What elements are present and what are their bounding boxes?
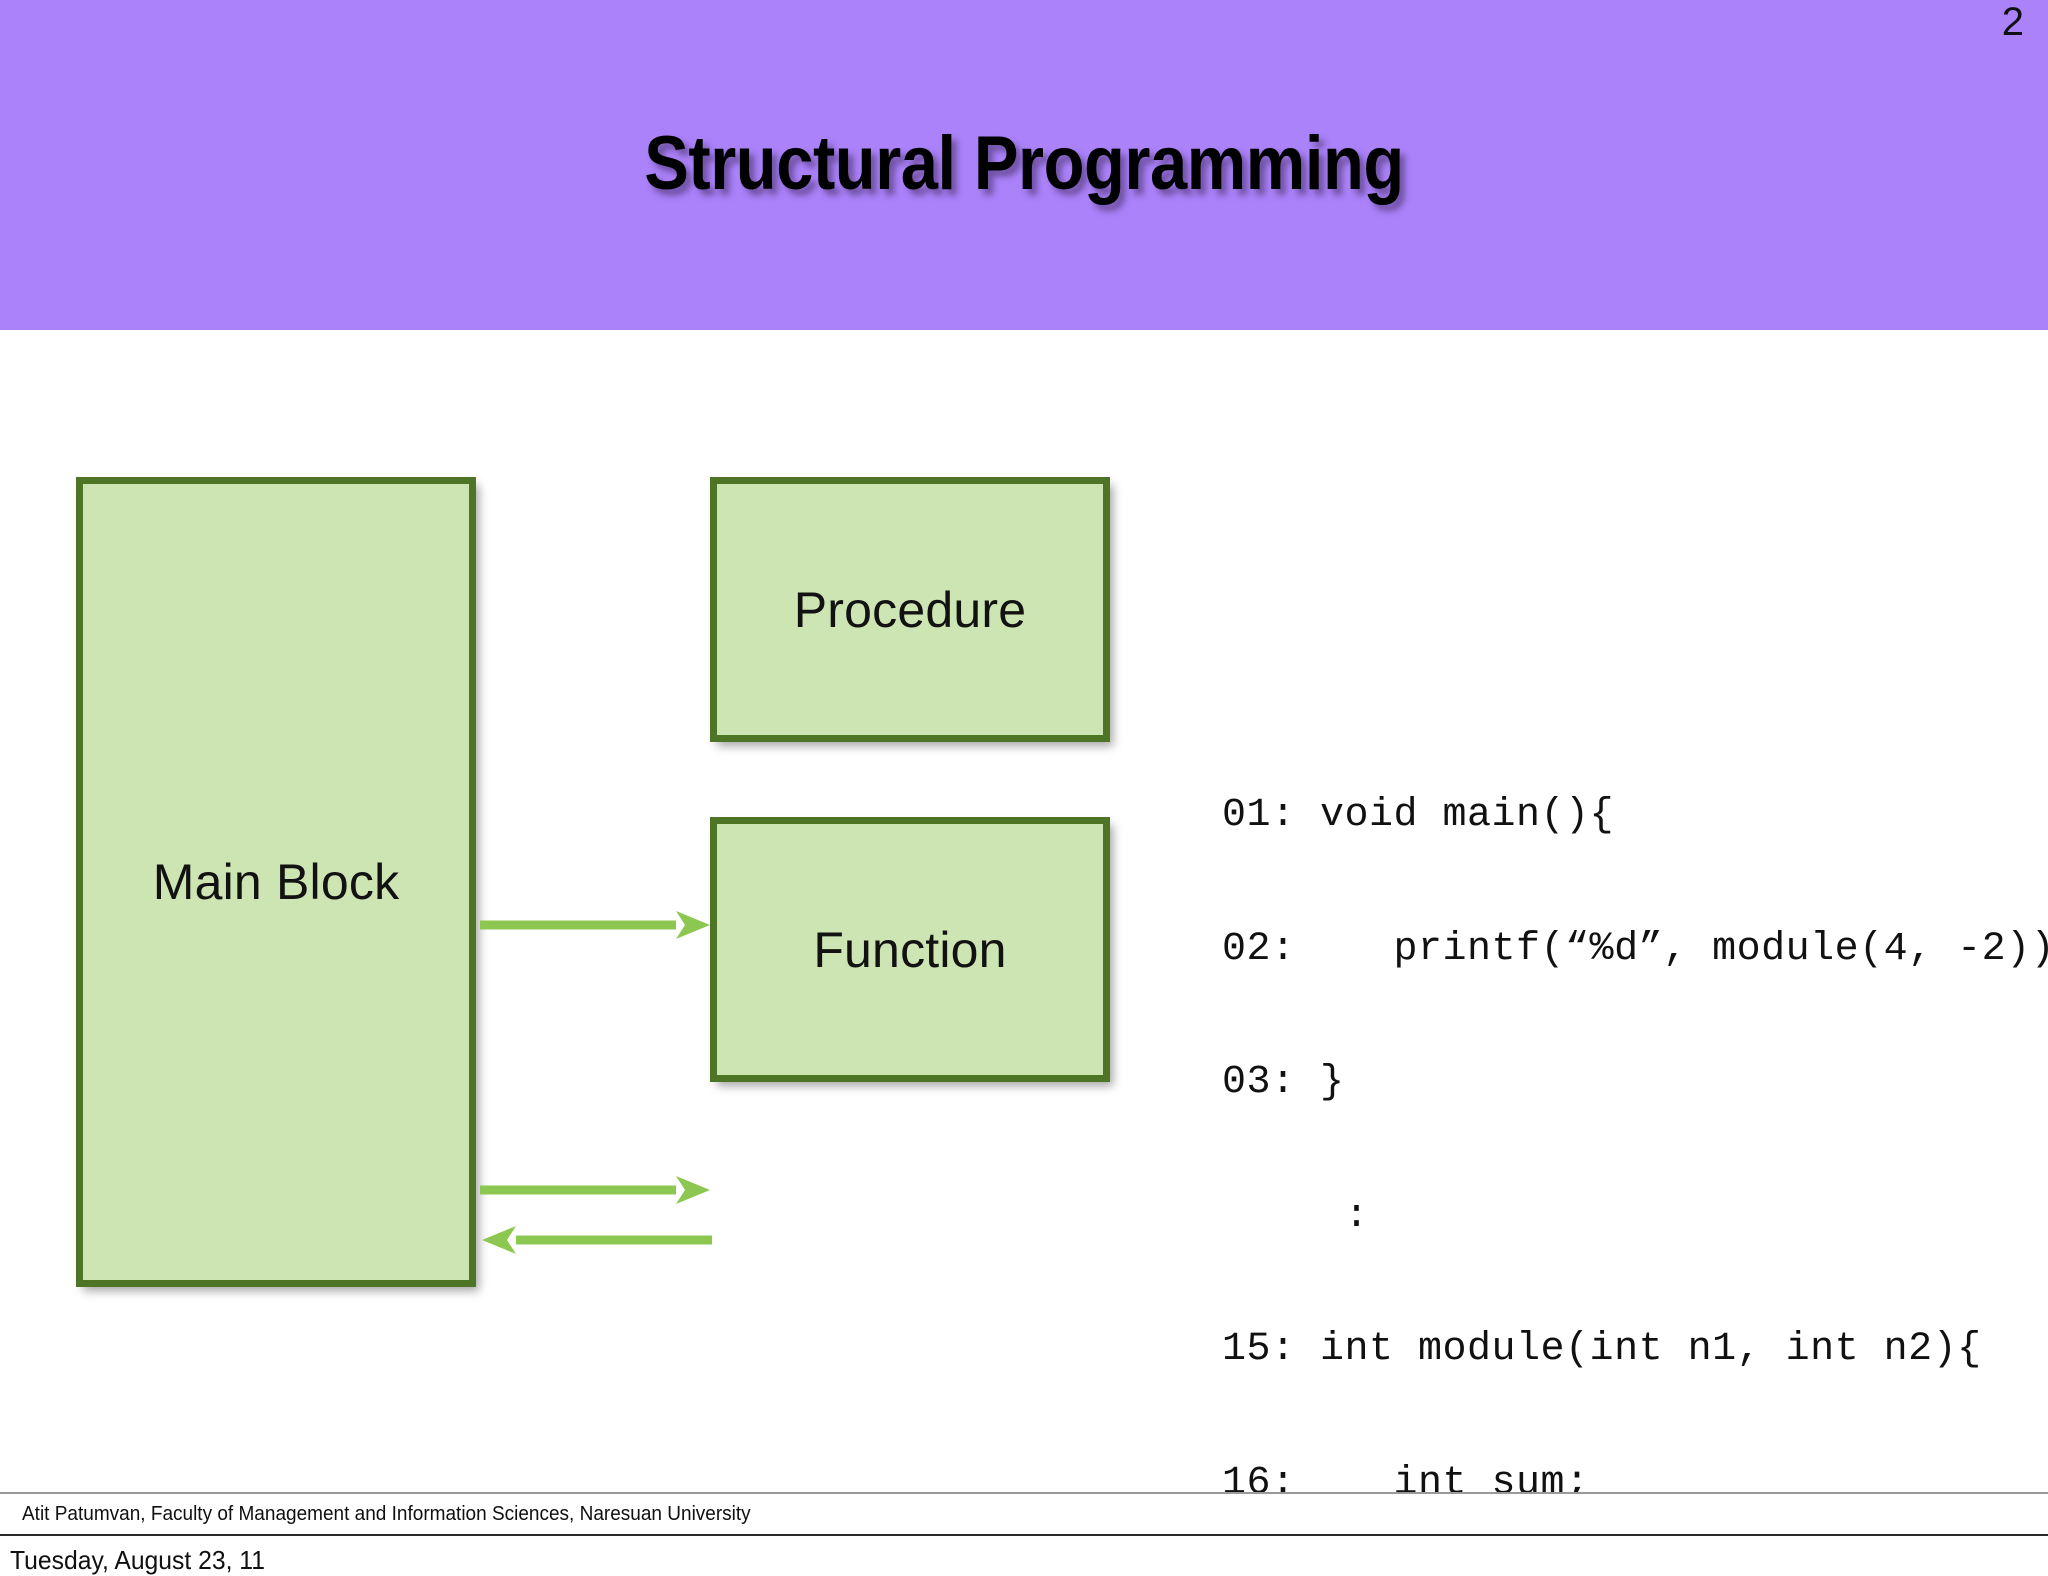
diagram-box-label: Function (813, 921, 1007, 978)
arrow-function-to-main-icon (482, 1226, 712, 1254)
code-line: 15: int module(int n1, int n2){ (1222, 1327, 1982, 1372)
footer-credit: Atit Patumvan, Faculty of Management and… (22, 1503, 751, 1525)
page-title: Structural Programming (644, 121, 1404, 206)
arrow-main-to-procedure-icon (480, 911, 710, 939)
arrow-main-to-function-icon (480, 1176, 710, 1204)
diagram-box-label: Procedure (793, 581, 1027, 638)
slide-body: Main Block Procedure Function 01: void m… (0, 330, 2048, 1505)
slide-header-band: 2 Structural Programming (0, 0, 2048, 330)
diagram-box-procedure[interactable]: Procedure (710, 477, 1110, 742)
slide-number: 2 (2001, 0, 2024, 44)
code-listing: 01: void main(){ 02: printf(“%d”, module… (1222, 705, 2048, 1576)
code-line: 02: printf(“%d”, module(4, -2)); (1222, 926, 2048, 972)
code-line: 03: } (1222, 1060, 1345, 1105)
diagram-box-label: Main Block (152, 854, 400, 910)
footer-date: Tuesday, August 23, 11 (10, 1545, 265, 1575)
diagram-box-main-block[interactable]: Main Block (76, 477, 476, 1287)
code-line: : (1222, 1193, 1370, 1239)
code-line: 01: void main(){ (1222, 793, 1615, 838)
diagram-box-function[interactable]: Function (710, 817, 1110, 1082)
slide-footer-band: Atit Patumvan, Faculty of Management and… (0, 1492, 2048, 1536)
